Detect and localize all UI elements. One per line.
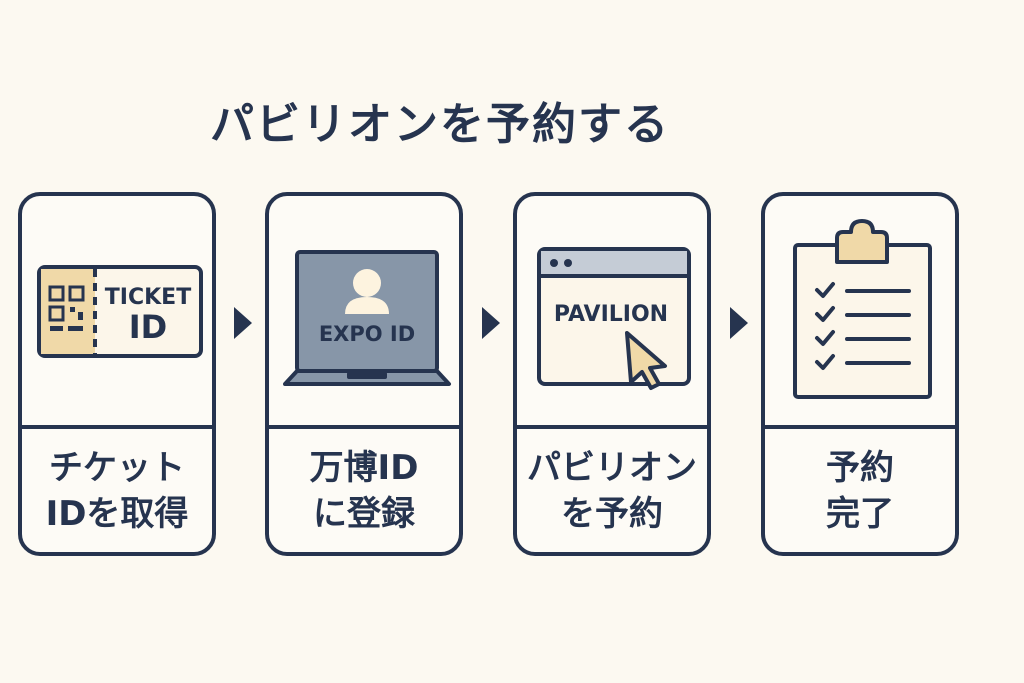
card-divider [269, 425, 459, 429]
expo-id-text: EXPO ID [319, 322, 415, 346]
ticket-id-text: ID [129, 308, 167, 346]
clipboard-checklist-icon [765, 196, 955, 425]
caption-line: に登録 [313, 493, 415, 534]
caption-line: 予約 [826, 447, 894, 488]
browser-window-icon: PAVILION [517, 196, 707, 425]
card-divider [22, 425, 212, 429]
step-card-pavilion: PAVILION パビリオン を予約 [513, 192, 711, 556]
step-card-ticket: TICKET ID チケット IDを取得 [18, 192, 216, 556]
caption-line: 万博ID [309, 447, 419, 488]
step-caption: パビリオン を予約 [517, 429, 707, 552]
card-divider [517, 425, 707, 429]
arrow-right-icon [482, 307, 500, 339]
laptop-icon: EXPO ID [269, 196, 459, 425]
caption-line: を予約 [561, 493, 663, 534]
caption-line: 完了 [826, 493, 894, 534]
step-caption: チケット IDを取得 [22, 429, 212, 552]
page-title: パビリオンを予約する [210, 99, 670, 150]
caption-line: パビリオン [527, 447, 697, 488]
ticket-icon: TICKET ID [22, 196, 212, 425]
cursor-icon [625, 331, 667, 390]
step-card-complete: 予約 完了 [761, 192, 959, 556]
card-divider [765, 425, 955, 429]
arrow-right-icon [730, 307, 748, 339]
caption-line: IDを取得 [45, 493, 189, 534]
arrow-right-icon [234, 307, 252, 339]
pavilion-text: PAVILION [554, 302, 668, 327]
step-caption: 万博ID に登録 [269, 429, 459, 552]
ticket-text: TICKET [105, 285, 191, 310]
step-card-expo-id: EXPO ID 万博ID に登録 [265, 192, 463, 556]
qr-code-icon [48, 285, 85, 331]
caption-line: チケット [49, 447, 185, 488]
step-caption: 予約 完了 [765, 429, 955, 552]
user-avatar-icon [353, 269, 381, 297]
